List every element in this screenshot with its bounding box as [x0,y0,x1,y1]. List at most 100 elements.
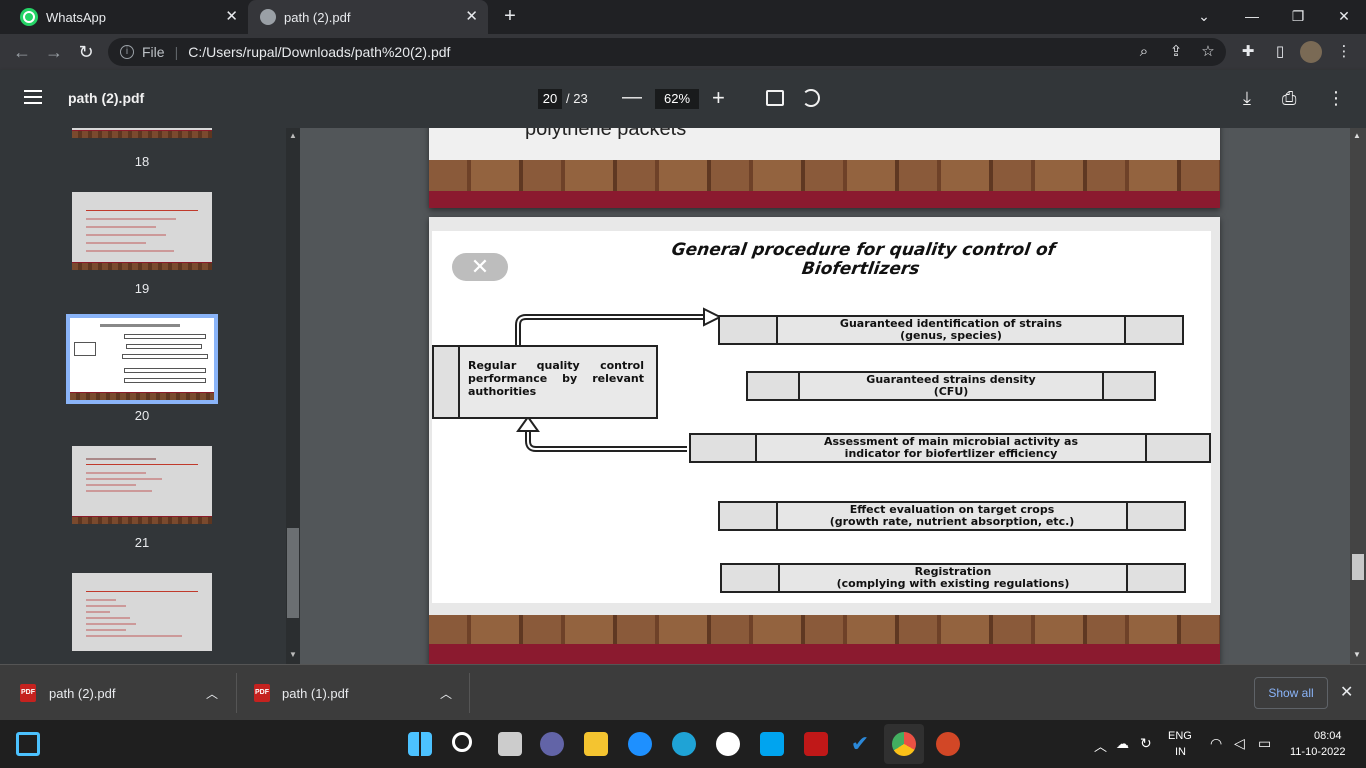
url-text: C:/Users/rupal/Downloads/path%20(2).pdf [188,44,451,60]
menu-icon[interactable] [24,90,42,104]
extensions-icon[interactable]: ✚ [1241,43,1255,60]
close-tab-icon[interactable]: ✕ [225,8,238,25]
clock-date[interactable]: 11-10-2022 [1290,746,1346,758]
thumbnail-page-22[interactable] [72,573,212,651]
todo-icon[interactable]: ✔ [850,731,870,756]
chevron-up-icon[interactable]: ︿ [206,687,219,701]
thumbnail-page-19[interactable] [72,192,212,270]
qc-step-line: (genus, species) [900,329,1002,342]
file-explorer-icon[interactable] [584,732,608,756]
downloads-bar: PDF path (2).pdf ︿ PDF path (1).pdf ︿ Sh… [0,664,1366,720]
more-actions-icon[interactable]: ⋮ [1327,88,1345,108]
edge-icon[interactable] [672,732,696,756]
thumbnail-line [86,250,174,252]
menu-dots-icon[interactable]: ⋮ [1336,43,1352,60]
qc-step-line: Registration [914,565,992,578]
info-icon[interactable]: i [120,45,134,59]
task-view-icon[interactable] [498,732,522,756]
pdf-file-icon: PDF [20,684,36,702]
close-downloads-icon[interactable]: ✕ [1340,684,1354,701]
zoom-out-button[interactable]: — [622,86,642,108]
scroll-down-arrow-icon[interactable]: ▼ [1353,650,1361,659]
thumbnail-rule [86,591,198,592]
start-icon[interactable] [408,732,432,756]
thumbnail-line [86,611,110,613]
fit-page-icon[interactable] [766,90,784,106]
address-bar[interactable]: i File | C:/Users/rupal/Downloads/path%2… [108,38,1226,66]
help-icon[interactable] [628,732,652,756]
pdf-page-19: polythene packets [429,128,1220,208]
new-tab-button[interactable]: + [504,5,516,27]
tab-whatsapp[interactable]: WhatsApp ✕ [8,0,248,34]
sidebar-scrollbar-thumb[interactable] [287,528,299,618]
scroll-up-arrow-icon[interactable]: ▲ [1353,131,1361,140]
scroll-up-arrow-icon[interactable]: ▲ [289,131,297,140]
language-label[interactable]: ENG [1168,730,1192,742]
tab-pdf[interactable]: path (2).pdf ✕ [248,0,488,34]
box-segment [720,503,778,529]
thumbnail-line [100,324,180,327]
thumbnail-page-21[interactable] [72,446,212,524]
download-item[interactable]: PDF path (1).pdf [254,665,349,721]
close-window-button[interactable]: ✕ [1338,8,1350,24]
chat-icon[interactable] [540,732,564,756]
red-band [429,644,1220,664]
url-scheme-label: File [142,44,165,60]
bookmark-star-icon[interactable]: ☆ [1201,43,1215,60]
app-icon[interactable] [716,732,740,756]
scroll-down-arrow-icon[interactable]: ▼ [289,650,297,659]
print-icon[interactable]: ⎙ [1282,88,1297,108]
wifi-icon[interactable]: ◠ [1210,735,1223,751]
thumbnail-page-18[interactable] [72,128,212,138]
battery-icon[interactable]: ▭ [1258,735,1272,751]
side-panel-icon[interactable]: ▯ [1275,43,1285,60]
thumbnail-rule [86,210,198,211]
search-icon[interactable] [452,732,472,752]
chrome-icon[interactable] [892,732,916,756]
weather-icon[interactable]: ☁ [1116,736,1129,751]
qc-step-text: Guaranteed strains density(CFU) [800,374,1102,398]
wood-band [429,160,1220,191]
zoom-input[interactable]: 62% [655,89,699,109]
download-item[interactable]: PDF path (2).pdf [20,665,116,721]
volume-icon[interactable]: ◁ [1234,735,1245,751]
zoom-in-button[interactable]: + [712,85,725,110]
thumbnail-box [124,378,206,383]
show-all-button[interactable]: Show all [1254,677,1328,709]
divider [469,673,470,713]
download-icon[interactable]: ⤓ [1243,88,1251,108]
qc-step-box: Effect evaluation on target crops(growth… [718,501,1186,531]
minimize-button[interactable]: — [1245,8,1259,24]
thumbnail-line [86,629,126,631]
download-name: path (2).pdf [49,685,116,701]
red-band [429,191,1220,208]
share-icon[interactable]: ⇪ [1169,43,1183,60]
chevron-up-icon[interactable]: ︿ [440,687,453,701]
reload-button[interactable]: ↻ [78,42,94,62]
back-button[interactable]: ← [13,42,31,62]
box-segment [1145,435,1209,461]
thumbnail-page-20-selected[interactable] [66,314,218,404]
tray-overflow-icon[interactable]: ︿ [1094,739,1108,754]
thumbnail-wood [72,262,212,270]
rotate-icon[interactable] [802,89,820,107]
thumbnail-label: 19 [134,281,150,296]
qc-step-line: indicator for biofertlizer efficiency [844,447,1058,460]
tab-search-icon[interactable]: ⌄ [1198,8,1210,24]
clock-time[interactable]: 08:04 [1314,730,1342,742]
forward-button[interactable]: → [45,42,63,62]
zoom-icon[interactable]: ⌕ [1139,43,1149,60]
region-label[interactable]: IN [1175,746,1186,758]
viewer-scrollbar-thumb[interactable] [1352,554,1364,580]
widgets-icon[interactable] [16,732,40,756]
page-number-input[interactable]: 20 [538,89,562,109]
thumbnail-wood [70,392,214,400]
close-tab-icon[interactable]: ✕ [465,8,478,25]
profile-avatar[interactable] [1300,41,1322,63]
viewer-scrollbar-track[interactable] [1350,128,1366,664]
mcafee-icon[interactable] [804,732,828,756]
sync-icon[interactable]: ↻ [1140,735,1152,751]
restore-button[interactable]: ❐ [1291,8,1305,24]
store-icon[interactable] [760,732,784,756]
powerpoint-icon[interactable] [936,732,960,756]
